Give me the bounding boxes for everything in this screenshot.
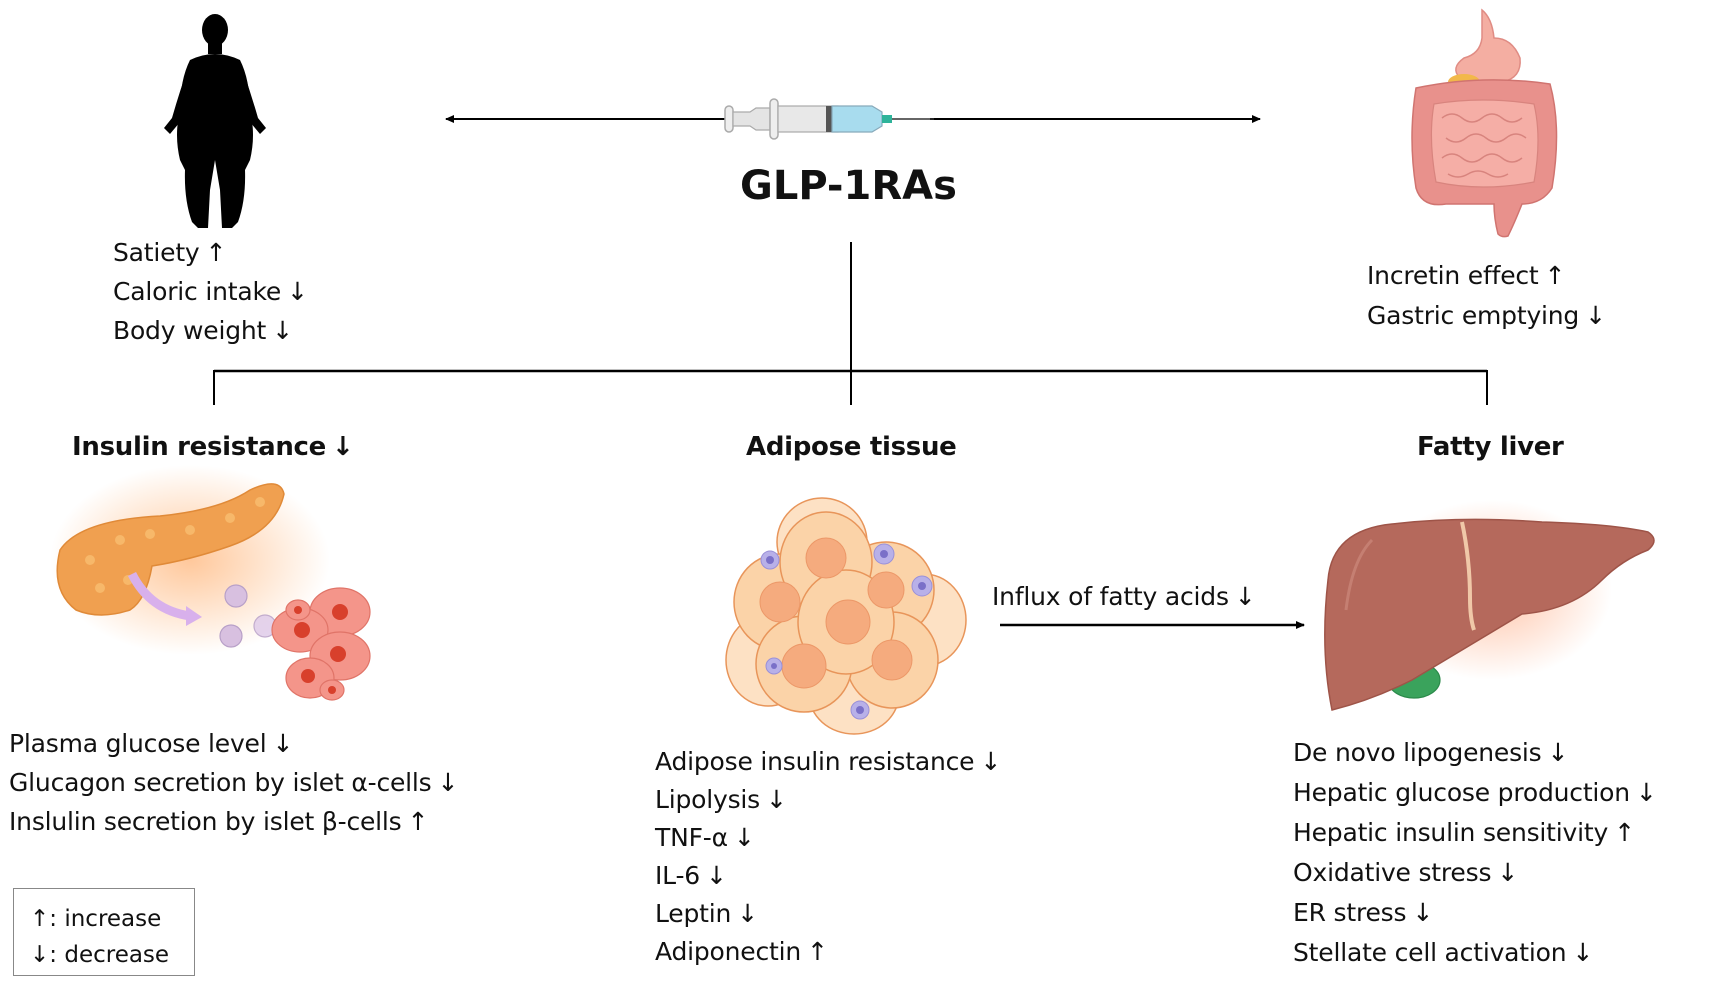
down-arrow-icon: ↓ <box>437 768 459 797</box>
effect-label: Hepatic glucose production <box>1293 778 1630 807</box>
down-arrow-icon: ↓ <box>272 729 294 758</box>
adipocytes-icon <box>725 497 967 735</box>
down-arrow-icon: ↓ <box>706 861 727 890</box>
down-arrow-icon: ↓ <box>1585 301 1606 330</box>
down-arrow-icon: ↓ <box>765 785 787 814</box>
adipose-effect-item: Lipolysis↓ <box>655 787 1001 812</box>
body-effect-item: Caloric intake↓ <box>113 279 308 304</box>
effect-label: Body weight <box>113 316 267 345</box>
adipose-effect-item: IL-6↓ <box>655 863 1001 888</box>
body-effect-item: Satiety↑ <box>113 240 308 265</box>
down-arrow-icon: ↓ <box>733 823 755 852</box>
insulin-effect-item: Plasma glucose level↓ <box>9 731 458 756</box>
adipose-effect-item: Adipose insulin resistance↓ <box>655 749 1001 774</box>
effect-label: Satiety <box>113 238 200 267</box>
gut-effect-item: Incretin effect↑ <box>1367 263 1606 288</box>
liver-effect-item: Stellate cell activation↓ <box>1293 940 1657 965</box>
liver-effect-item: De novo lipogenesis↓ <box>1293 740 1657 765</box>
effect-label: Lipolysis <box>655 785 760 814</box>
down-arrow-icon: ↓ <box>30 942 50 968</box>
effect-label: De novo lipogenesis <box>1293 738 1542 767</box>
obese-person-silhouette-icon <box>164 14 266 228</box>
effect-label: Adipose insulin resistance <box>655 747 975 776</box>
liver-effect-item: ER stress↓ <box>1293 900 1657 925</box>
down-arrow-icon: ↓ <box>272 316 293 345</box>
down-arrow-icon: ↓ <box>737 899 758 928</box>
liver-icon <box>1324 500 1655 711</box>
body-effect-item: Body weight↓ <box>113 318 308 343</box>
down-arrow-icon: ↓ <box>1547 738 1569 767</box>
pancreas-islet-cells-icon <box>50 465 371 701</box>
down-arrow-icon: ↓ <box>1635 778 1657 807</box>
effect-label: Incretin effect <box>1367 261 1539 290</box>
up-arrow-icon: ↑ <box>1544 261 1566 290</box>
effect-label: TNF-α <box>655 823 728 852</box>
up-arrow-icon: ↑ <box>1614 818 1635 847</box>
effect-label: Influx of fatty acids <box>992 582 1229 611</box>
down-arrow-icon: ↓ <box>1497 858 1519 887</box>
heading-insulin-resistance: Insulin resistance↓ <box>72 434 354 460</box>
down-arrow-icon: ↓ <box>980 747 1002 776</box>
down-arrow-icon: ↓ <box>1572 938 1594 967</box>
insulin-effect-item: Glucagon secretion by islet α-cells↓ <box>9 770 458 795</box>
heading-adipose-tissue: Adipose tissue <box>746 432 957 462</box>
effect-label: Insulin resistance <box>72 432 327 462</box>
gut-effect-item: Gastric emptying↓ <box>1367 303 1606 328</box>
down-arrow-icon: ↓ <box>287 277 308 306</box>
effect-label: Adiponectin <box>655 937 802 966</box>
syringe-icon <box>724 98 934 140</box>
effect-label: IL-6 <box>655 861 700 890</box>
influx-label: Influx of fatty acids↓ <box>992 584 1256 609</box>
effect-label: Leptin <box>655 899 732 928</box>
effect-label: Hepatic insulin sensitivity <box>1293 818 1609 847</box>
liver-effect-item: Hepatic glucose production↓ <box>1293 780 1657 805</box>
effect-label: Stellate cell activation <box>1293 938 1567 967</box>
effect-label: Oxidative stress <box>1293 858 1492 887</box>
effect-label: Gastric emptying <box>1367 301 1580 330</box>
insulin-effect-item: Inslulin secretion by islet β-cells↑ <box>9 809 458 834</box>
down-arrow-icon: ↓ <box>1234 582 1256 611</box>
legend-item-decrease: ↓: decrease <box>30 942 170 968</box>
gastrointestinal-tract-icon <box>1411 8 1558 238</box>
liver-effect-item: Hepatic insulin sensitivity↑ <box>1293 820 1657 845</box>
up-arrow-icon: ↑ <box>30 906 50 932</box>
effect-label: Caloric intake <box>113 277 282 306</box>
fatty-liver-effects-list: De novo lipogenesis↓ Hepatic glucose pro… <box>1293 740 1657 965</box>
effect-label: Inslulin secretion by islet β-cells <box>9 807 402 836</box>
up-arrow-icon: ↑ <box>205 238 227 267</box>
insulin-resistance-effects-list: Plasma glucose level↓ Glucagon secretion… <box>9 731 458 834</box>
effect-label: Plasma glucose level <box>9 729 267 758</box>
up-arrow-icon: ↑ <box>407 807 429 836</box>
body-effects-list: Satiety↑ Caloric intake↓ Body weight↓ <box>113 240 308 343</box>
legend-item-increase: ↑: increase <box>30 906 162 932</box>
down-arrow-icon: ↓ <box>1412 898 1434 927</box>
gut-effects-list: Incretin effect↑ Gastric emptying↓ <box>1367 263 1606 328</box>
up-arrow-icon: ↑ <box>807 937 828 966</box>
glp1ra-title: GLP-1RAs <box>740 163 957 209</box>
adipose-effect-item: Leptin↓ <box>655 901 1001 926</box>
adipose-effect-item: TNF-α↓ <box>655 825 1001 850</box>
heading-fatty-liver: Fatty liver <box>1417 432 1564 462</box>
down-arrow-icon: ↓ <box>332 432 354 462</box>
adipose-effect-item: Adiponectin↑ <box>655 939 1001 964</box>
effect-label: ER stress <box>1293 898 1407 927</box>
adipose-effects-list: Adipose insulin resistance↓ Lipolysis↓ T… <box>655 749 1001 964</box>
liver-effect-item: Oxidative stress↓ <box>1293 860 1657 885</box>
effect-label: Glucagon secretion by islet α-cells <box>9 768 432 797</box>
legend-box: ↑: increase ↓: decrease <box>13 888 195 976</box>
